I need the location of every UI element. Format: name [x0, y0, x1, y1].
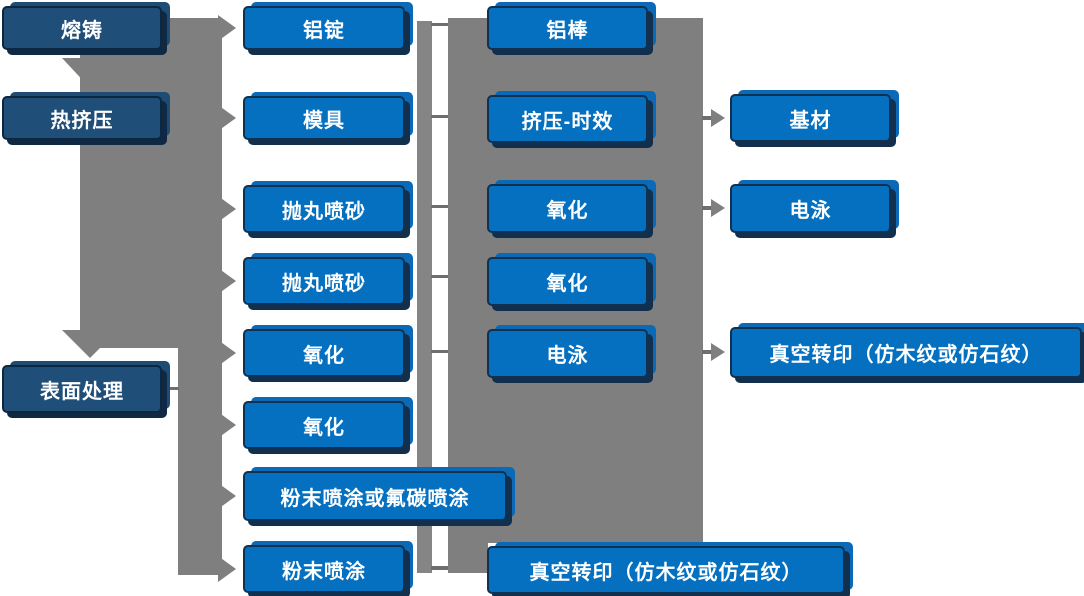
collector-line	[417, 21, 453, 573]
arrowhead-right-ingot	[218, 15, 236, 41]
arrowhead-edp-2	[711, 199, 725, 217]
arrowhead-right-oxidation-2	[218, 412, 236, 438]
main-band-column	[178, 18, 222, 575]
node-edp-1: 电泳	[487, 329, 648, 378]
arrowhead-right-mold	[218, 105, 236, 131]
node-blast-2: 抛丸喷砂	[243, 257, 405, 305]
node-powder: 粉末喷涂	[243, 545, 405, 593]
column3-block-foot	[448, 543, 488, 573]
arrowhead-right-oxidation-1	[218, 340, 236, 366]
node-melt: 熔铸	[2, 6, 162, 50]
node-label: 铝棒	[546, 19, 589, 42]
column4-arrows	[702, 109, 725, 361]
node-label: 粉末喷涂或氟碳喷涂	[280, 487, 470, 510]
node-label: 氧化	[546, 200, 589, 222]
node-oxidation-4: 氧化	[487, 257, 648, 306]
arrowhead-down-surface-treatment	[62, 330, 118, 358]
surface-treatment-link-line	[163, 387, 179, 390]
node-label: 表面处理	[40, 380, 124, 403]
arrowhead-right-powder	[218, 556, 236, 582]
arrowhead-right-powder-fluoro	[218, 483, 236, 509]
node-label: 挤压-时效	[521, 110, 614, 133]
node-label: 铝锭	[303, 19, 345, 42]
node-edp-2: 电泳	[730, 184, 891, 233]
node-label: 热挤压	[50, 109, 114, 132]
tick-row3	[431, 205, 449, 208]
node-label: 模具	[303, 109, 345, 132]
node-label: 真空转印（仿木纹或仿石纹）	[529, 561, 803, 584]
arrowhead-vacuum-transfer-2	[711, 343, 725, 361]
node-vacuum-transfer-1: 真空转印（仿木纹或仿石纹）	[487, 546, 845, 594]
arrowhead-down-hot-extrusion	[62, 58, 118, 88]
node-oxidation-3: 氧化	[487, 184, 648, 233]
node-label: 氧化	[303, 344, 345, 367]
tick-row4	[431, 275, 449, 278]
node-rod: 铝棒	[487, 6, 648, 50]
main-flow-band	[62, 15, 236, 582]
tick-row2	[431, 115, 449, 118]
arrowhead-right-blast-1	[218, 196, 236, 222]
arrow-stem-vacuum-transfer-2	[702, 350, 711, 354]
node-ingot: 铝锭	[243, 6, 405, 50]
node-label: 基材	[789, 109, 832, 132]
node-label: 抛丸喷砂	[282, 272, 366, 295]
node-label: 电泳	[789, 200, 832, 222]
arrow-stem-edp-2	[702, 206, 711, 210]
collector-vline	[417, 21, 432, 573]
tick-row5	[431, 350, 449, 353]
arrowhead-right-blast-2	[218, 268, 236, 294]
node-extrusion-aging: 挤压-时效	[487, 95, 648, 143]
node-label: 粉末喷涂	[282, 560, 366, 583]
node-hot-extrusion: 热挤压	[2, 96, 162, 140]
node-label: 氧化	[546, 273, 589, 295]
node-label: 电泳	[546, 345, 589, 367]
node-blast-1: 抛丸喷砂	[243, 185, 405, 233]
tick-row8	[431, 566, 453, 570]
node-base-material: 基材	[730, 94, 891, 142]
arrowhead-base-material	[711, 109, 725, 127]
node-powder-or-fluorocarbon: 粉末喷涂或氟碳喷涂	[243, 471, 507, 521]
node-mold: 模具	[243, 96, 405, 140]
node-label: 真空转印（仿木纹或仿石纹）	[769, 344, 1043, 366]
tick-row1	[431, 23, 449, 26]
node-label: 氧化	[303, 416, 345, 439]
node-surface-treatment: 表面处理	[2, 365, 162, 413]
node-label: 抛丸喷砂	[282, 200, 366, 223]
node-vacuum-transfer-2: 真空转印（仿木纹或仿石纹）	[730, 327, 1082, 378]
arrow-stem-base-material	[702, 116, 711, 120]
node-oxidation-2: 氧化	[243, 401, 405, 449]
node-oxidation-1: 氧化	[243, 329, 405, 377]
node-label: 熔铸	[61, 19, 103, 42]
